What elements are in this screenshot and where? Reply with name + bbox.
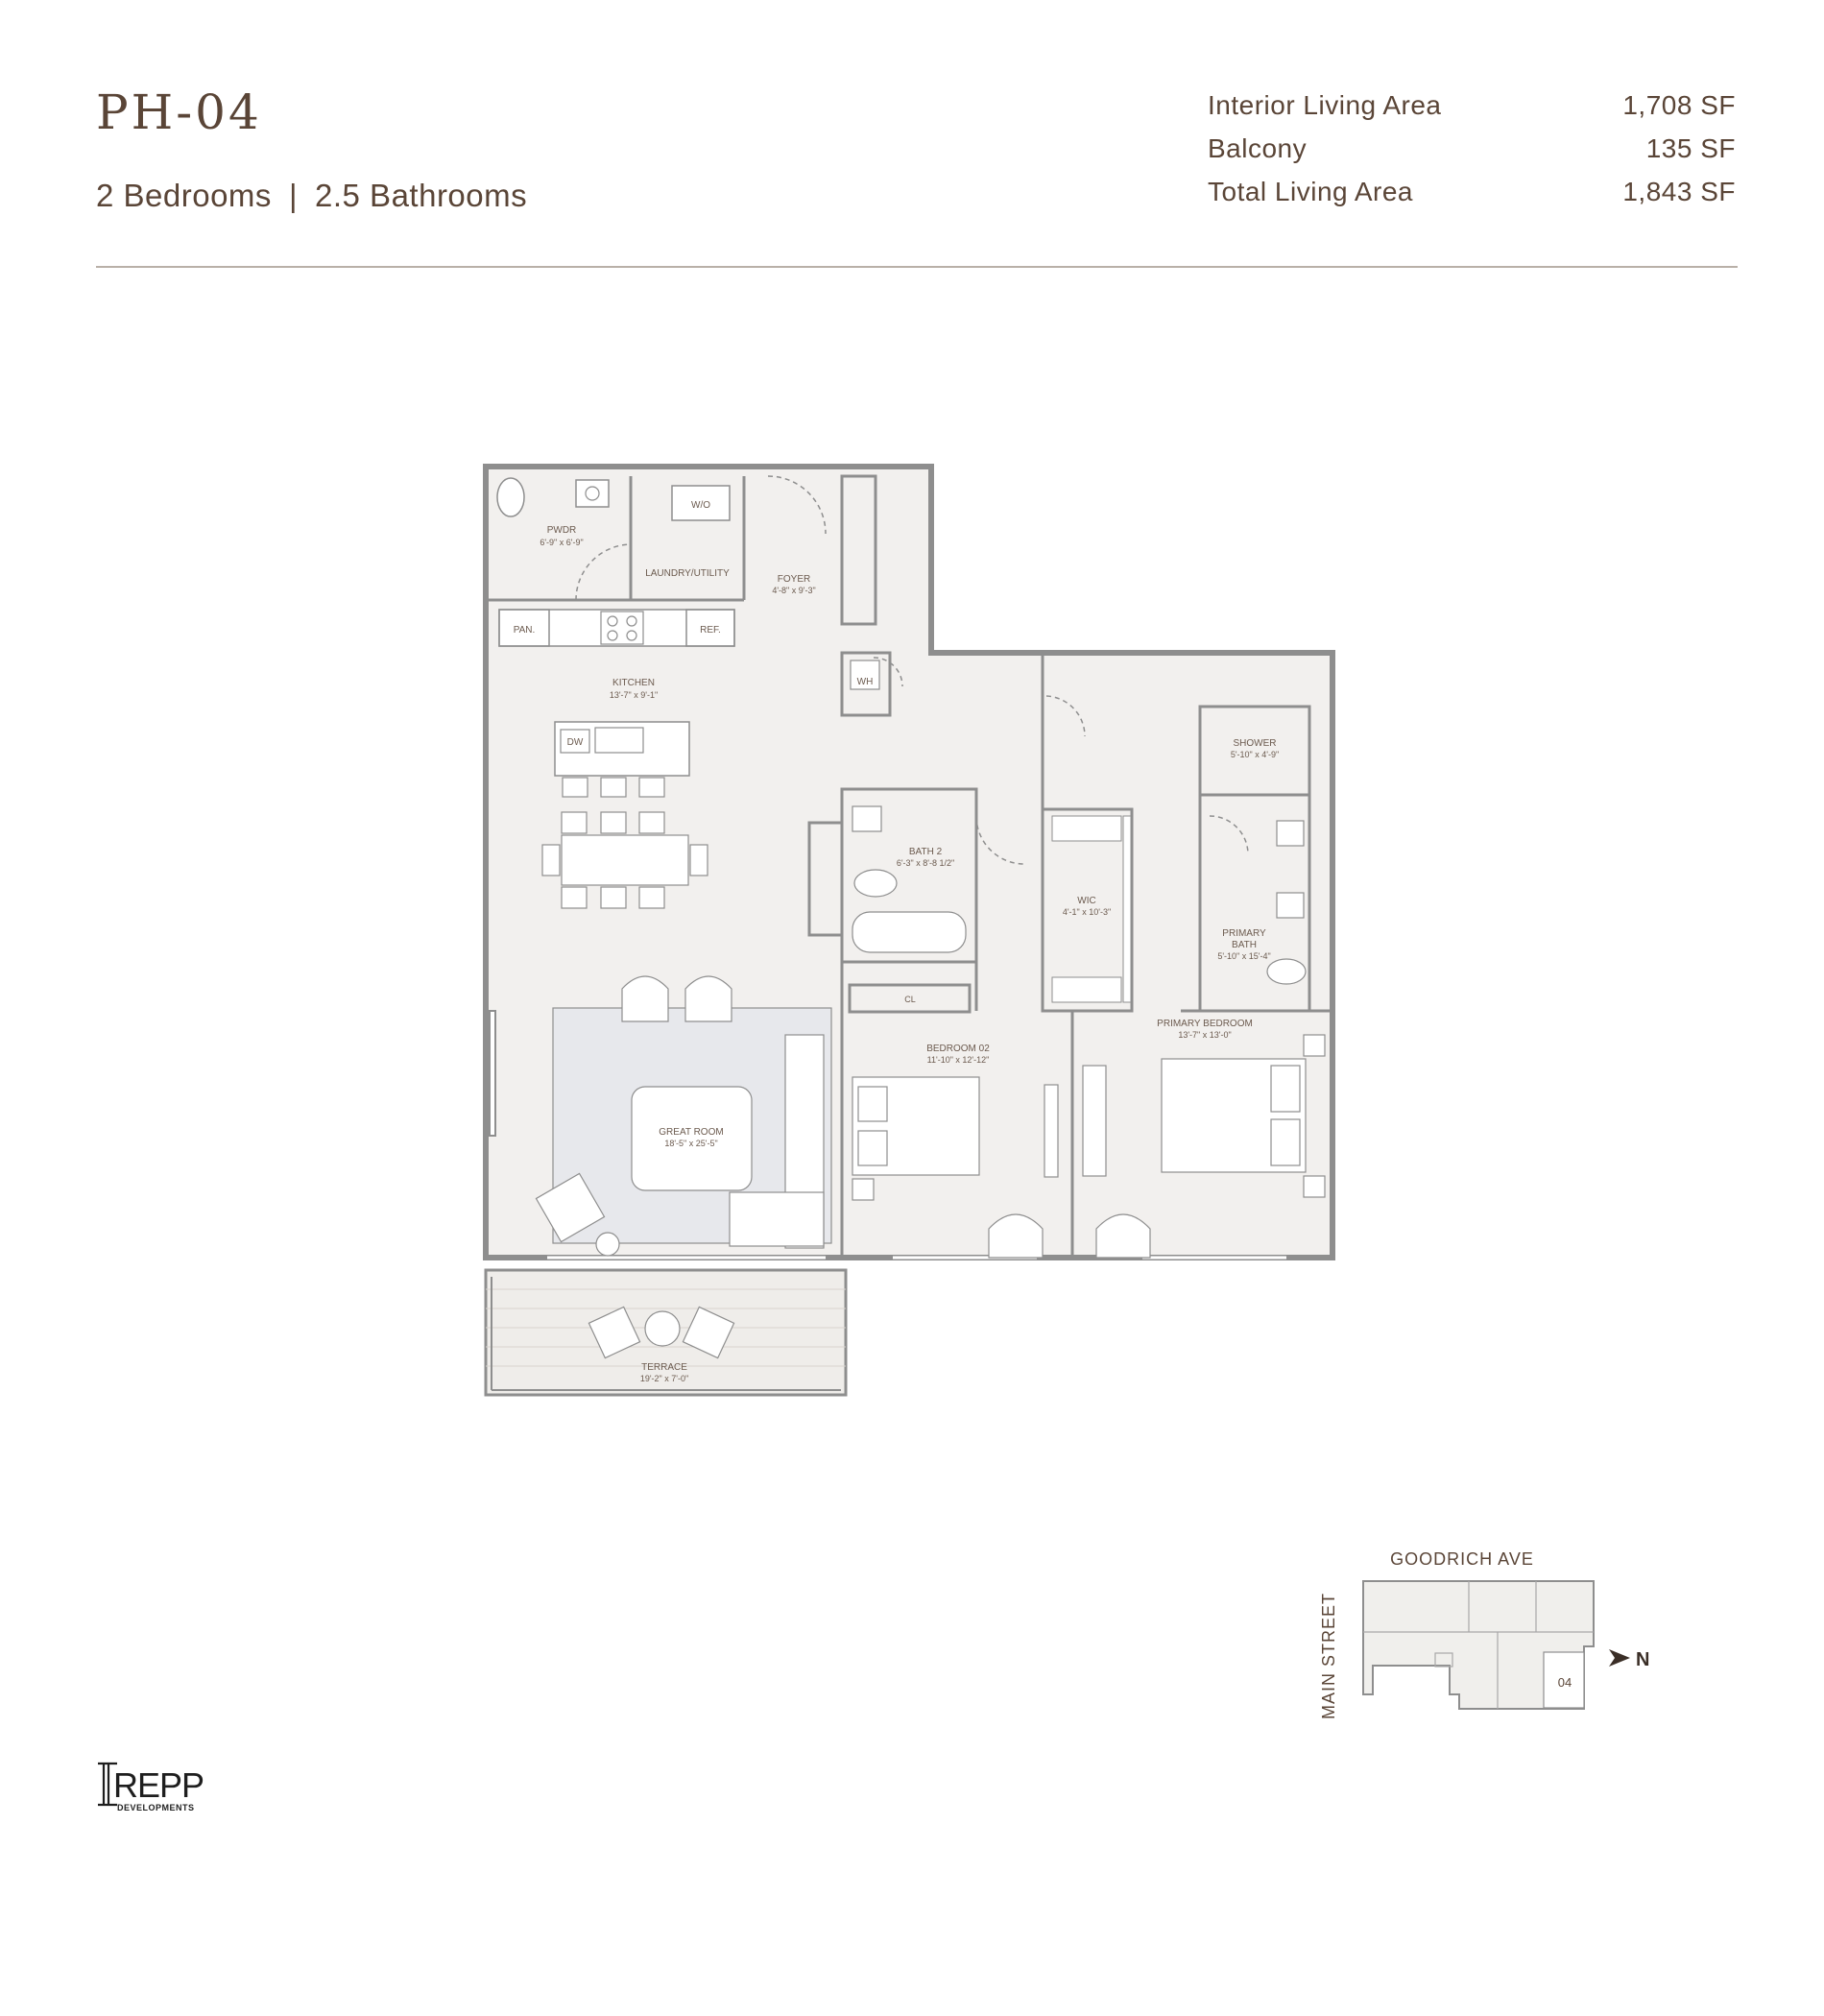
- closet-shelving: [1051, 815, 1132, 1003]
- room-name: TERRACE: [641, 1362, 687, 1373]
- coffee-table: [631, 1086, 753, 1191]
- bed: [1082, 1034, 1326, 1198]
- area-table: Interior Living Area 1,708 SF Balcony 13…: [1208, 90, 1736, 220]
- bedroom-count: 2 Bedrooms: [96, 178, 272, 213]
- exterior-wall: [483, 464, 1335, 1260]
- area-label: Total Living Area: [1208, 177, 1413, 206]
- room-name: FOYER: [778, 574, 810, 585]
- armchair: [988, 1213, 1044, 1259]
- unit-number: 04: [1558, 1675, 1572, 1690]
- area-value: 1,708 SF: [1622, 90, 1736, 120]
- room-name: KITCHEN: [612, 678, 655, 688]
- summary-separator: |: [288, 178, 299, 213]
- logo-tagline: DEVELOPMENTS: [117, 1803, 195, 1812]
- room-dims: 19'-2" x 7'-0": [640, 1374, 688, 1383]
- street-label: GOODRICH AVE: [1390, 1549, 1534, 1569]
- toilet-icon: [1266, 958, 1307, 985]
- floor-plan: PWDR 6'-9" x 6'-9" W/O LAUNDRY/UTILITY F…: [483, 464, 1335, 1397]
- area-row: Interior Living Area 1,708 SF: [1208, 90, 1736, 133]
- room-name: PRIMARY BEDROOM: [1157, 1019, 1253, 1029]
- room-name: PWDR: [547, 525, 577, 536]
- area-row: Balcony 135 SF: [1208, 133, 1736, 177]
- sink-icon: [1276, 820, 1305, 847]
- appliance-label: PAN.: [514, 625, 536, 636]
- room-dims: 13'-7" x 13'-0": [1178, 1030, 1231, 1040]
- toilet-icon: [853, 869, 898, 898]
- building-divisions: [1363, 1581, 1594, 1709]
- windows: [489, 1010, 1286, 1260]
- room-name: PRIMARY: [1222, 928, 1266, 939]
- appliance-label: DW: [567, 737, 584, 748]
- door-swings: [575, 475, 1249, 865]
- room-name: LAUNDRY/UTILITY: [645, 568, 730, 579]
- header-divider: [96, 266, 1738, 268]
- developer-logo: REPP DEVELOPMENTS: [98, 1762, 204, 1812]
- area-label: Interior Living Area: [1208, 90, 1442, 120]
- appliance-label: REF.: [700, 625, 721, 636]
- room-dims: 4'-1" x 10'-3": [1063, 907, 1111, 917]
- sink-icon: [1276, 892, 1305, 919]
- room-name: BATH: [1232, 940, 1257, 950]
- armchair: [1095, 1213, 1151, 1259]
- terrace-furniture: [588, 1306, 735, 1359]
- washer-dryer: [671, 485, 731, 521]
- unit-summary: 2 Bedrooms | 2.5 Bathrooms: [96, 178, 527, 214]
- bathtub-icon: [852, 911, 967, 953]
- kitchen-island: [554, 721, 690, 777]
- sink-icon: [594, 727, 644, 754]
- unit-highlight: [1543, 1651, 1585, 1709]
- area-row: Total Living Area 1,843 SF: [1208, 177, 1736, 220]
- appliance-label: WH: [857, 677, 874, 687]
- room-dims: 6'-9" x 6'-9": [540, 538, 583, 547]
- room-dims: 11'-10" x 12'-12": [927, 1055, 990, 1065]
- room-dims: 5'-10" x 15'-4": [1217, 951, 1270, 961]
- north-label: N: [1636, 1649, 1649, 1670]
- room-dims: 13'-7" x 9'-1": [610, 690, 658, 700]
- sink-icon: [852, 805, 882, 832]
- room-name: BATH 2: [909, 847, 943, 857]
- room-name: CL: [904, 995, 916, 1004]
- interior-walls: [486, 474, 1332, 1258]
- street-label: MAIN STREET: [1319, 1593, 1338, 1719]
- sectional-sofa: [729, 1034, 825, 1249]
- bathroom-count: 2.5 Bathrooms: [315, 178, 528, 213]
- logo-mark-icon: [98, 1762, 117, 1807]
- room-name: GREAT ROOM: [659, 1127, 723, 1138]
- room-name: BEDROOM 02: [926, 1044, 990, 1054]
- key-plan: GOODRICH AVE MAIN STREET 04 N: [1319, 1549, 1649, 1719]
- north-arrow-icon: [1609, 1649, 1630, 1667]
- room-dims: 6'-3" x 8'-8 1/2": [897, 858, 954, 868]
- wh-closet: [850, 660, 880, 690]
- bed: [852, 1076, 1059, 1201]
- stool-row: [562, 777, 665, 798]
- room-name: SHOWER: [1234, 738, 1277, 749]
- toilet-icon: [496, 477, 525, 517]
- room-dims: 18'-5" x 25'-5": [664, 1139, 717, 1148]
- area-value: 1,843 SF: [1622, 177, 1736, 206]
- area-label: Balcony: [1208, 133, 1308, 163]
- unit-title: PH-04: [96, 84, 262, 140]
- room-name: WIC: [1077, 896, 1095, 906]
- cooktop-icon: [600, 611, 644, 645]
- room-dims: 4'-8" x 9'-3": [772, 586, 815, 595]
- dining-table: [541, 811, 708, 909]
- armchair: [535, 975, 732, 1257]
- area-value: 135 SF: [1645, 133, 1736, 163]
- sink-icon: [575, 479, 610, 508]
- logo-name: REPP: [113, 1765, 204, 1805]
- room-dims: 5'-10" x 4'-9": [1231, 750, 1279, 759]
- appliance-label: W/O: [691, 500, 710, 511]
